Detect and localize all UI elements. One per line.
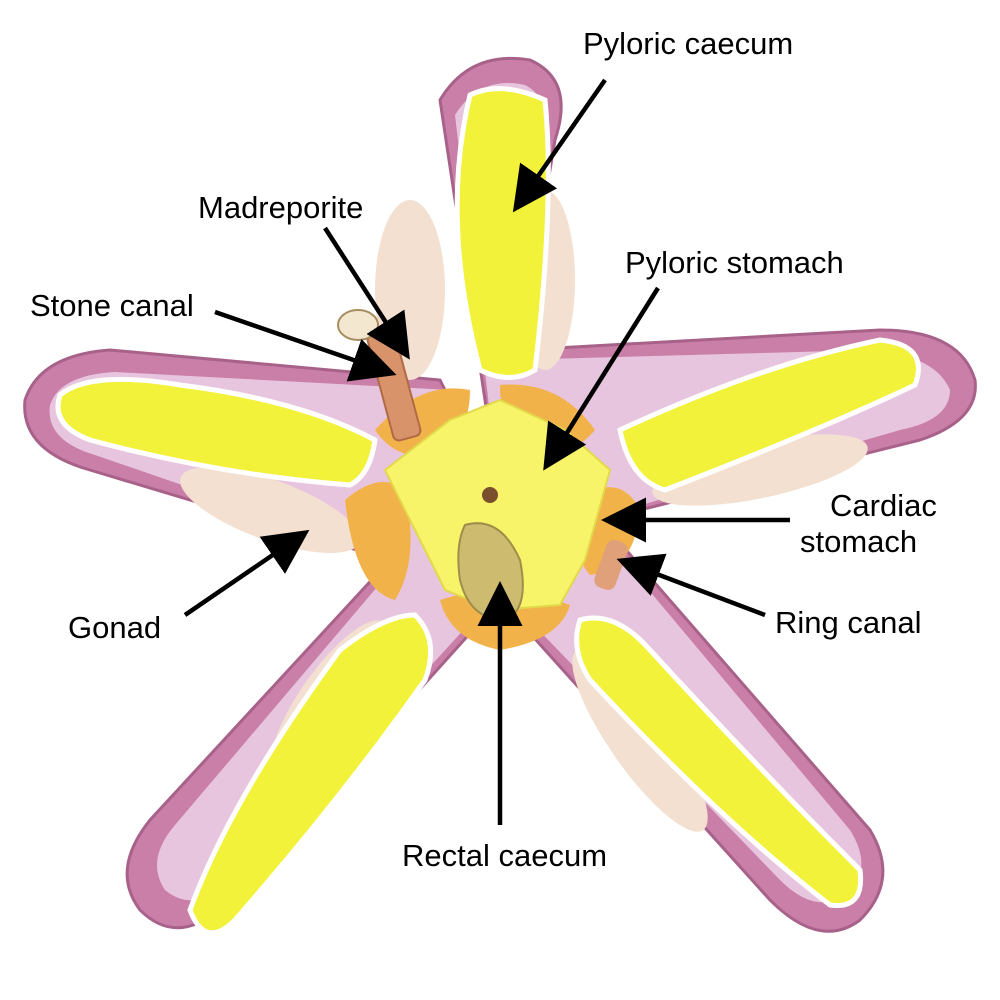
anus-pore: [482, 487, 498, 503]
arrow-pyloric-caecum: [512, 78, 607, 213]
arrow-gonad: [183, 529, 310, 617]
pyloric-caecum-left: [55, 376, 378, 488]
ring-canal-shape: [594, 539, 628, 591]
label-rectal-caecum: Rectal caecum: [402, 838, 608, 873]
label-pyloric-caecum: Pyloric caecum: [583, 26, 794, 61]
label-stone-canal: Stone canal: [30, 288, 194, 323]
arrow-stone-canal: [214, 309, 397, 382]
madreporite-shape: [337, 309, 379, 341]
label-cardiac-stomach-line1: Cardiac: [830, 488, 937, 523]
label-gonad: Gonad: [68, 610, 162, 645]
label-pyloric-stomach: Pyloric stomach: [625, 245, 844, 280]
pyloric-caecum-lower-left: [187, 612, 434, 936]
cardiac-stomach-left: [345, 482, 411, 600]
arrow-ring-canal: [616, 553, 766, 618]
gonad-left: [180, 466, 360, 554]
pyloric-caecum-lower-right: [574, 615, 864, 909]
arrow-pyloric-stomach: [543, 286, 660, 471]
pyloric-caecum-right: [617, 337, 921, 493]
label-ring-canal: Ring canal: [775, 605, 922, 640]
label-cardiac-stomach: Cardiac stomach: [800, 488, 980, 560]
label-cardiac-stomach-line2: stomach: [800, 524, 918, 559]
pyloric-caecum-top: [454, 86, 551, 380]
arrow-madreporite: [323, 226, 410, 360]
gonad-right: [652, 434, 868, 506]
label-madreporite: Madreporite: [198, 190, 364, 225]
